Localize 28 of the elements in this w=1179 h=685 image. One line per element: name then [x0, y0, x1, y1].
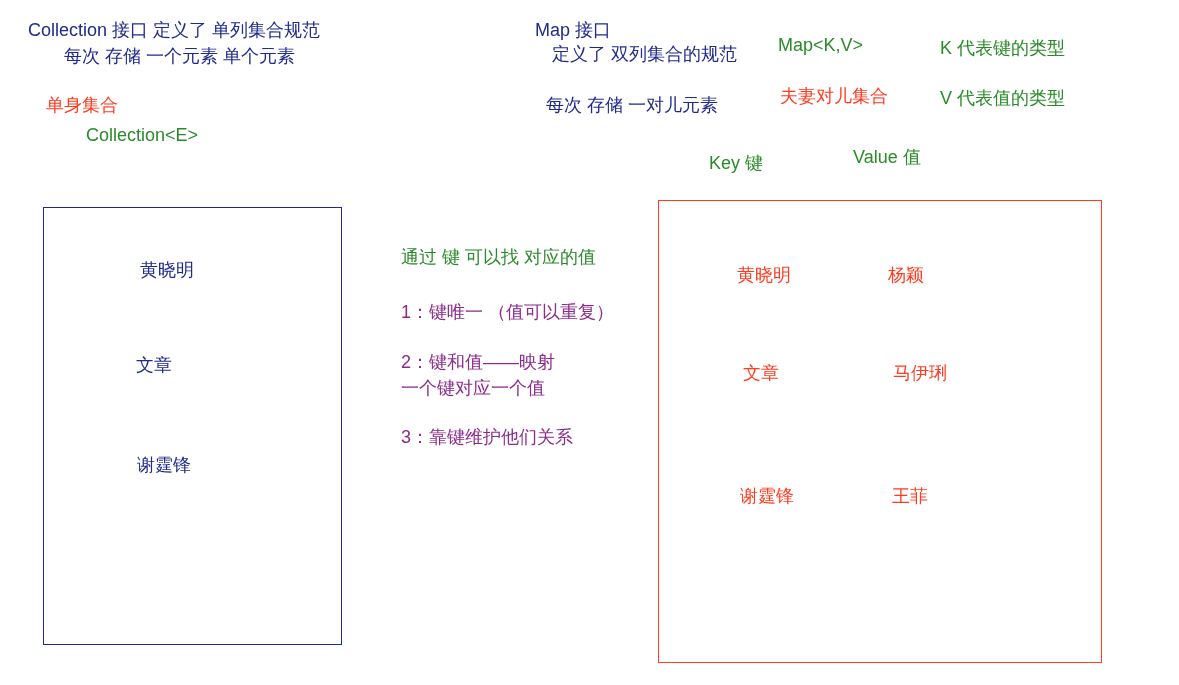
note-text: 定义了 双列集合的规范 — [552, 43, 737, 66]
name-text: 文章 — [743, 362, 779, 385]
name-text: 黄晓明 — [140, 259, 194, 282]
name-text: 谢霆锋 — [137, 454, 191, 477]
note-text: V 代表值的类型 — [940, 87, 1065, 110]
note-text: Map 接口 — [535, 19, 612, 42]
container-box — [658, 200, 1102, 663]
note-text: 单身集合 — [46, 94, 118, 117]
name-text: 文章 — [136, 354, 172, 377]
name-text: 马伊琍 — [893, 362, 947, 385]
note-text: 每次 存储 一个元素 单个元素 — [64, 45, 295, 68]
note-text: 3：靠键维护他们关系 — [401, 426, 573, 449]
note-text: 2：键和值——映射一个键对应一个值 — [401, 351, 556, 400]
note-text: 通过 键 可以找 对应的值 — [401, 246, 596, 269]
note-text: Value 值 — [853, 146, 921, 169]
note-text: 1：键唯一 （值可以重复） — [401, 301, 614, 324]
name-text: 杨颖 — [888, 264, 924, 287]
note-text: Collection<E> — [86, 124, 199, 147]
note-text: K 代表键的类型 — [940, 37, 1065, 60]
note-text: Map<K,V> — [778, 34, 864, 57]
note-text: 每次 存储 一对儿元素 — [546, 94, 718, 117]
name-text: 黄晓明 — [737, 264, 791, 287]
name-text: 谢霆锋 — [740, 485, 794, 508]
note-text: Key 键 — [709, 152, 764, 175]
note-text: 夫妻对儿集合 — [780, 85, 888, 108]
note-text: Collection 接口 定义了 单列集合规范 — [28, 19, 321, 42]
container-box — [43, 207, 342, 645]
name-text: 王菲 — [892, 485, 928, 508]
